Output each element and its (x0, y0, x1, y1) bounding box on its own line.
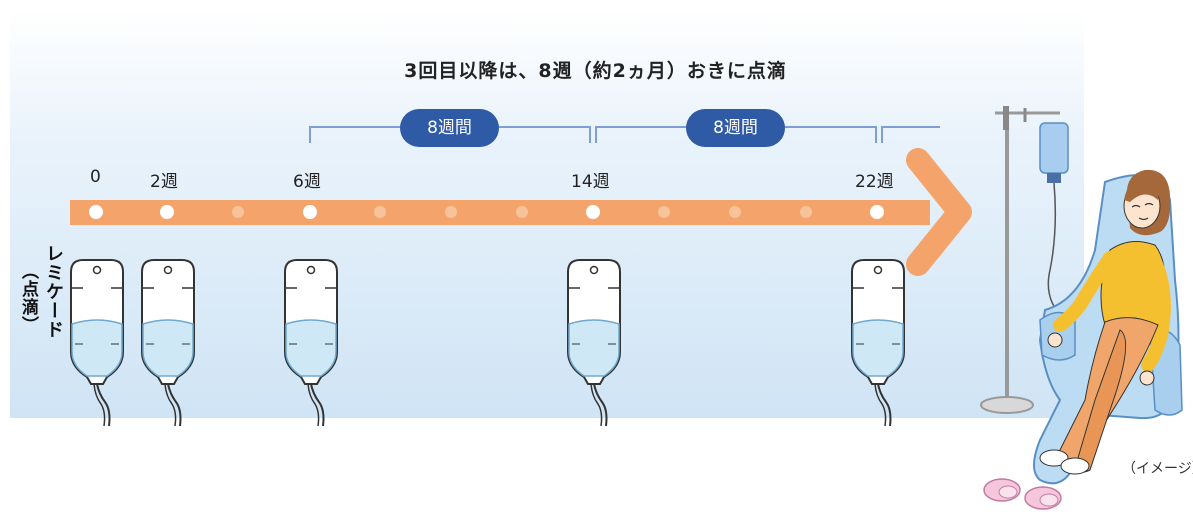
week-label-14: 14週 (571, 172, 610, 192)
image-caption: （イメージ） (1122, 461, 1193, 477)
drip-bag-icon (851, 259, 905, 427)
dose-dot (303, 205, 317, 219)
week-label-22: 22週 (855, 172, 894, 192)
timeline-arrow (70, 148, 972, 276)
patient-icon (1039, 169, 1171, 475)
slippers-icon (983, 478, 1062, 510)
dose-dot (160, 205, 174, 219)
week-dot (658, 206, 670, 218)
interval-pill-1: 8週間 (400, 109, 499, 147)
week-dot (800, 206, 812, 218)
dose-dot (586, 205, 600, 219)
week-label-2: 2週 (150, 172, 178, 192)
side-label-main: レミケード (43, 244, 64, 339)
interval-pill-2: 8週間 (686, 109, 785, 147)
week-dot (445, 206, 457, 218)
drip-bag-icon (70, 259, 124, 427)
dose-dot (89, 205, 103, 219)
week-dot (232, 206, 244, 218)
dose-dot (870, 205, 884, 219)
week-dot (374, 206, 386, 218)
drip-bag-icon (567, 259, 621, 427)
week-dot (516, 206, 528, 218)
week-dot (729, 206, 741, 218)
drip-bags (70, 259, 905, 427)
week-label-0: 0 (90, 167, 101, 187)
drip-bag-icon (141, 259, 195, 427)
timeline-dots (89, 205, 884, 219)
iv-stand-icon (980, 106, 1069, 414)
diagram-title: 3回目以降は、8週（約2ヵ月）おきに点滴 (404, 60, 787, 82)
side-label-sub: （点滴） (18, 262, 38, 334)
drip-bag-icon (284, 259, 338, 427)
week-label-6: 6週 (293, 172, 321, 192)
